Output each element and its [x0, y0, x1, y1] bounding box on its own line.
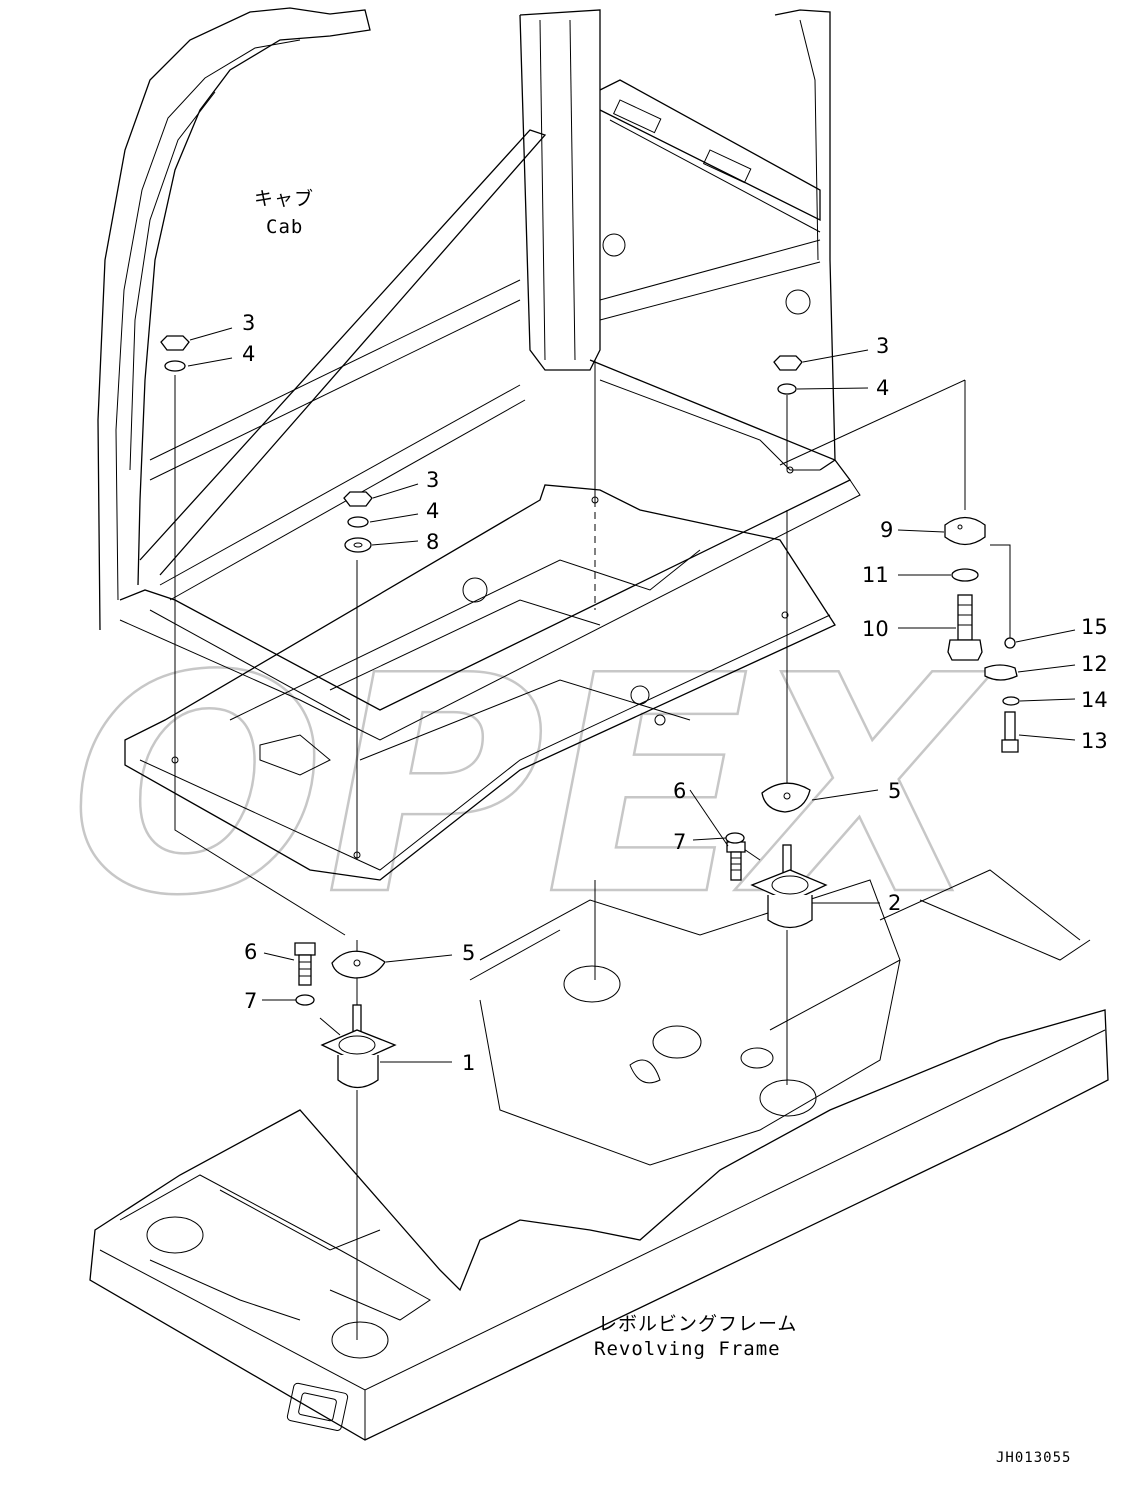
callout-13: 13 — [1081, 729, 1108, 753]
washer-7-right — [725, 832, 745, 844]
callout-4a: 4 — [242, 342, 255, 366]
callout-7b: 7 — [244, 989, 257, 1013]
bolt-10 — [947, 594, 983, 661]
callout-12: 12 — [1081, 652, 1108, 676]
washer-11 — [951, 568, 979, 582]
document-id: JH013055 — [996, 1450, 1071, 1466]
callout-1: 1 — [462, 1051, 475, 1075]
callout-5a: 5 — [888, 779, 901, 803]
plate-8 — [344, 537, 372, 553]
watermark: OPEX — [70, 612, 994, 961]
plate-5-left — [331, 950, 386, 979]
washer-4-left — [164, 360, 186, 372]
callout-7a: 7 — [673, 830, 686, 854]
callout-6b: 6 — [244, 940, 257, 964]
washer-4-right — [777, 383, 797, 395]
cab-caption-en: Cab — [266, 216, 303, 238]
damper-mount-1 — [320, 1004, 397, 1089]
callout-4b: 4 — [426, 499, 439, 523]
callout-2: 2 — [888, 891, 901, 915]
bolt-6-right — [726, 841, 746, 881]
plate-5-right — [761, 782, 811, 813]
callout-3c: 3 — [876, 334, 889, 358]
callouts: 3 4 3 4 8 3 4 9 11 10 15 12 14 13 6 5 7 … — [187, 311, 1108, 1075]
nut-3-right — [773, 355, 803, 371]
callout-10: 10 — [862, 617, 889, 641]
cab-caption-jp: キャブ — [254, 187, 314, 210]
washer-4-middle — [347, 516, 369, 528]
bolt-6-left — [294, 942, 316, 986]
frame-caption-en: Revolving Frame — [594, 1338, 781, 1360]
stopper-9 — [944, 516, 986, 546]
callout-4c: 4 — [876, 376, 889, 400]
callout-11: 11 — [862, 563, 889, 587]
nut-3-middle — [343, 491, 373, 507]
callout-6a: 6 — [673, 779, 686, 803]
callout-15: 15 — [1081, 615, 1108, 639]
nut-3-left — [160, 335, 190, 351]
frame-caption-jp: レボルビングフレーム — [598, 1313, 797, 1335]
washer-14 — [1002, 696, 1020, 706]
hardware-parts — [160, 335, 1020, 1089]
floor-plate — [124, 484, 836, 881]
callout-3b: 3 — [426, 468, 439, 492]
damper-mount-2 — [750, 844, 828, 929]
callout-9: 9 — [880, 518, 893, 542]
revolving-frame: レボルビングフレーム Revolving Frame — [89, 869, 1109, 1441]
plate-12 — [984, 664, 1018, 681]
callout-14: 14 — [1081, 688, 1108, 712]
callout-5b: 5 — [462, 941, 475, 965]
washer-7-left — [295, 994, 315, 1006]
cab-structure: キャブ Cab — [97, 7, 861, 741]
nut-15 — [1004, 637, 1016, 649]
callout-8: 8 — [426, 530, 439, 554]
bolt-13 — [1001, 711, 1019, 753]
callout-3a: 3 — [242, 311, 255, 335]
